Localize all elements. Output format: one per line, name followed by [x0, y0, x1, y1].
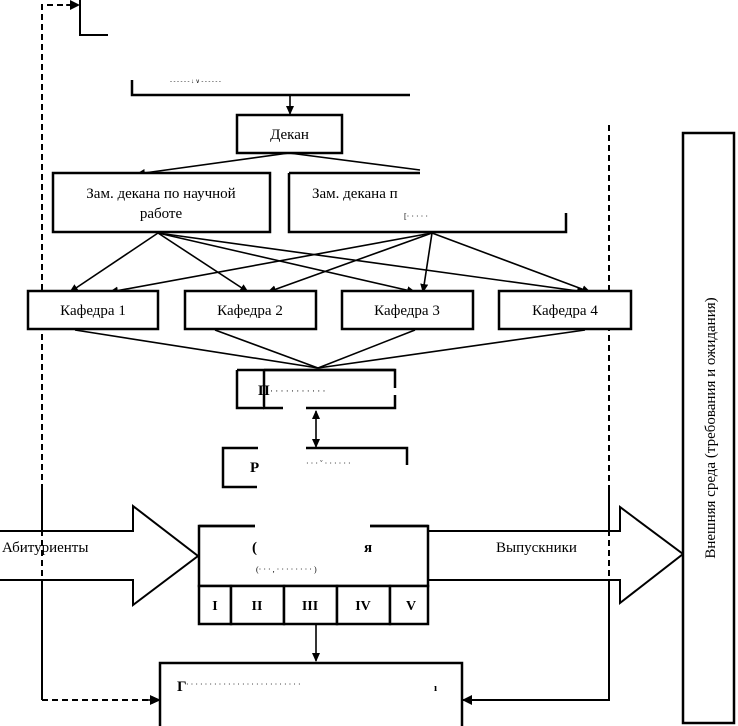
input-flow-arrow: Абитуриенты [0, 503, 200, 608]
arrow-dean-deputy-science [136, 152, 290, 177]
department-4-label: Кафедра 4 [532, 303, 598, 319]
deputy-department-arrows [69, 232, 591, 295]
feedback-arrowhead-top [70, 0, 80, 10]
council-box: - - - - - - ↓ ∨ - - - - - - [130, 79, 410, 97]
output-flow-label: Выпускники [496, 540, 577, 556]
department-2-box[interactable]: Кафедра 2 [183, 289, 318, 331]
top-box [79, 0, 108, 36]
deputy-other-label-fragment: [· · · · · [404, 212, 428, 221]
feedback-arrowhead-right [462, 695, 472, 705]
teachers-label-rest: · · · · · · · · · · · [270, 386, 325, 396]
department-3-box[interactable]: Кафедра 3 [340, 289, 475, 331]
teachers-box[interactable]: П · · · · · · · · · · · [235, 368, 397, 410]
process-box[interactable]: ( я (· · · , · · · · · · · · ) [197, 518, 430, 588]
result-label-rest: · · · · · · · · · · · · · · · · · · · · … [186, 680, 301, 689]
result-box[interactable]: Г · · · · · · · · · · · · · · · · · · · … [158, 661, 464, 726]
feedback-into-result-right [474, 640, 610, 701]
council-label-fragment: - - - - - - ↓ ∨ - - - - - - [170, 79, 221, 85]
deputy-science-label-1: Зам. декана по научной [86, 186, 235, 202]
result-label-end: ı [434, 682, 437, 694]
process-label-right: я [364, 540, 372, 556]
external-environment-box[interactable]: Внешняя среда (требования и ожидания) [681, 131, 736, 725]
department-teacher-lines [74, 329, 586, 369]
course-cell-4[interactable] [335, 584, 392, 626]
department-2-label: Кафедра 2 [217, 303, 283, 319]
process-label-rest: (· · · , · · · · · · · · ) [256, 565, 317, 574]
r-box-label: Р [250, 460, 259, 476]
process-label-left: ( [252, 540, 257, 556]
result-label: Г [177, 679, 187, 695]
deputy-other-label-1: Зам. декана п [312, 186, 398, 202]
course-cell-5[interactable] [388, 584, 430, 626]
department-1-label: Кафедра 1 [60, 303, 126, 319]
department-4-box[interactable]: Кафедра 4 [497, 289, 633, 331]
deputy-other-box[interactable]: Зам. декана п [· · · · · [287, 171, 568, 234]
course-label-1: I [212, 599, 217, 614]
course-label-3: III [302, 599, 318, 614]
r-box-label-rest: · · · ˇ · · · · · · [306, 459, 351, 468]
output-flow-arrow: Выпускники [428, 505, 685, 606]
input-flow-label: Абитуриенты [2, 540, 88, 556]
deputy-science-box[interactable]: Зам. декана по научной работе [51, 171, 272, 234]
course-cell-2[interactable] [229, 584, 286, 626]
deputy-science-label-2: работе [140, 206, 183, 222]
dean-label: Декан [270, 127, 309, 143]
teachers-label-fragment: П [258, 383, 270, 399]
arrow-dean-deputy-other [288, 152, 421, 171]
course-label-5: V [406, 599, 416, 614]
dean-box[interactable]: Декан [235, 113, 344, 155]
department-3-label: Кафедра 3 [374, 303, 440, 319]
course-label-4: IV [355, 599, 371, 614]
course-label-2: II [252, 599, 263, 614]
department-1-box[interactable]: Кафедра 1 [26, 289, 160, 331]
course-cells: I II III IV V [197, 584, 430, 626]
r-box[interactable]: Р · · · ˇ · · · · · · [221, 446, 409, 489]
course-cell-1[interactable] [197, 584, 233, 626]
feedback-arrowhead-left [150, 695, 160, 705]
feedback-into-result-left [41, 640, 150, 701]
external-environment-label: Внешняя среда (требования и ожидания) [703, 297, 719, 558]
